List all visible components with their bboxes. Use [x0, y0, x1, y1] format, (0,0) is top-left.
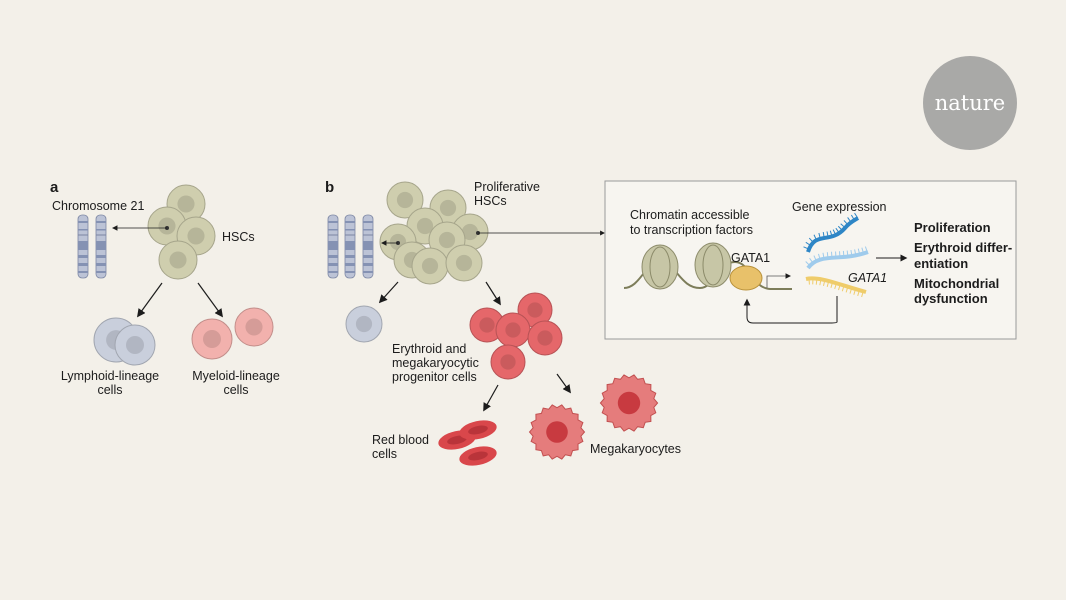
mrna-light — [806, 250, 869, 270]
progenitor-cell — [495, 312, 531, 348]
hsc-cell — [158, 240, 198, 280]
outcome-erythroid-line1: Erythroid differ- — [914, 240, 1012, 255]
mrna-bases — [803, 212, 859, 250]
nature-logo: nature — [923, 56, 1017, 150]
progenitor-label-line3: progenitor cells — [392, 370, 477, 384]
mrna-gata1 — [805, 276, 867, 294]
arrow-to-myeloid — [197, 282, 223, 318]
proliferative-hsc-label-line2: HSCs — [474, 194, 507, 208]
myeloid-label-line2: cells — [223, 383, 248, 397]
progenitor-cell — [517, 292, 553, 328]
progenitor-cell — [469, 307, 505, 343]
rbc-label-line2: cells — [372, 447, 397, 461]
arrow-to-lymphoid — [137, 282, 163, 318]
nucleosome — [641, 244, 679, 290]
chromosome-21 — [344, 214, 356, 279]
red-blood-cell — [459, 446, 497, 466]
progenitor-label-line2: megakaryocytic — [392, 356, 479, 370]
chromosome-21 — [77, 214, 89, 279]
rbc-label-line1: Red blood — [372, 433, 429, 447]
transcription-start-arrow — [766, 273, 792, 288]
lymphoid-label-line2: cells — [97, 383, 122, 397]
chromosome-21-label: Chromosome 21 — [52, 199, 144, 213]
lymphoid-cell — [114, 324, 156, 366]
chromosome-21 — [95, 214, 107, 279]
red-blood-cell — [459, 420, 497, 440]
progenitor-cell — [490, 344, 526, 380]
feedback-arrow — [743, 296, 838, 324]
chromatin-label-line2: to transcription factors — [630, 223, 753, 237]
panel-a-letter: a — [50, 179, 59, 196]
proliferative-hsc-label-line1: Proliferative — [474, 180, 540, 194]
gata1-gene-label: GATA1 — [848, 271, 887, 285]
hsc-label: HSCs — [222, 230, 255, 244]
chromosome-21 — [327, 214, 339, 279]
panel-b-letter: b — [325, 179, 334, 196]
mrna-dark — [806, 216, 860, 253]
megakaryocyte — [528, 404, 586, 460]
gene-expression-label: Gene expression — [792, 200, 887, 214]
logo-text: nature — [935, 91, 1005, 115]
inset-box: Chromatin accessible to transcription fa… — [604, 180, 1017, 340]
mrna-bases — [805, 246, 868, 267]
lymphoid-label-line1: Lymphoid-lineage — [61, 369, 159, 383]
nucleosome — [694, 242, 732, 288]
outcome-mitochondrial-line1: Mitochondrial — [914, 276, 999, 291]
arrow-to-rbc — [483, 384, 499, 412]
mrna-bases — [808, 278, 864, 298]
gata1-protein-label: GATA1 — [731, 251, 770, 265]
gata1-protein — [729, 265, 763, 291]
hsc-cell — [411, 247, 449, 285]
outcome-proliferation: Proliferation — [914, 220, 991, 235]
myeloid-cell — [234, 307, 274, 347]
chromosome-21 — [362, 214, 374, 279]
lymphoid-cell — [345, 305, 383, 343]
progenitor-label-line1: Erythroid and — [392, 342, 466, 356]
hsc-cell — [445, 244, 483, 282]
arrow-to-progenitors — [485, 281, 501, 306]
arrow-to-lymphoid-b — [378, 281, 399, 304]
chromatin-label-line1: Chromatin accessible — [630, 208, 750, 222]
megakaryocyte — [599, 374, 659, 432]
outcome-mitochondrial-line2: dysfunction — [914, 291, 988, 306]
outcome-erythroid-line2: entiation — [914, 256, 968, 271]
hsc-cell — [386, 181, 424, 219]
myeloid-label-line1: Myeloid-lineage — [192, 369, 280, 383]
progenitor-cell — [527, 320, 563, 356]
megakaryocyte-label: Megakaryocytes — [590, 442, 681, 456]
arrow-to-megakaryocytes — [556, 373, 571, 394]
myeloid-cell — [191, 318, 233, 360]
cell-layer — [77, 181, 659, 466]
